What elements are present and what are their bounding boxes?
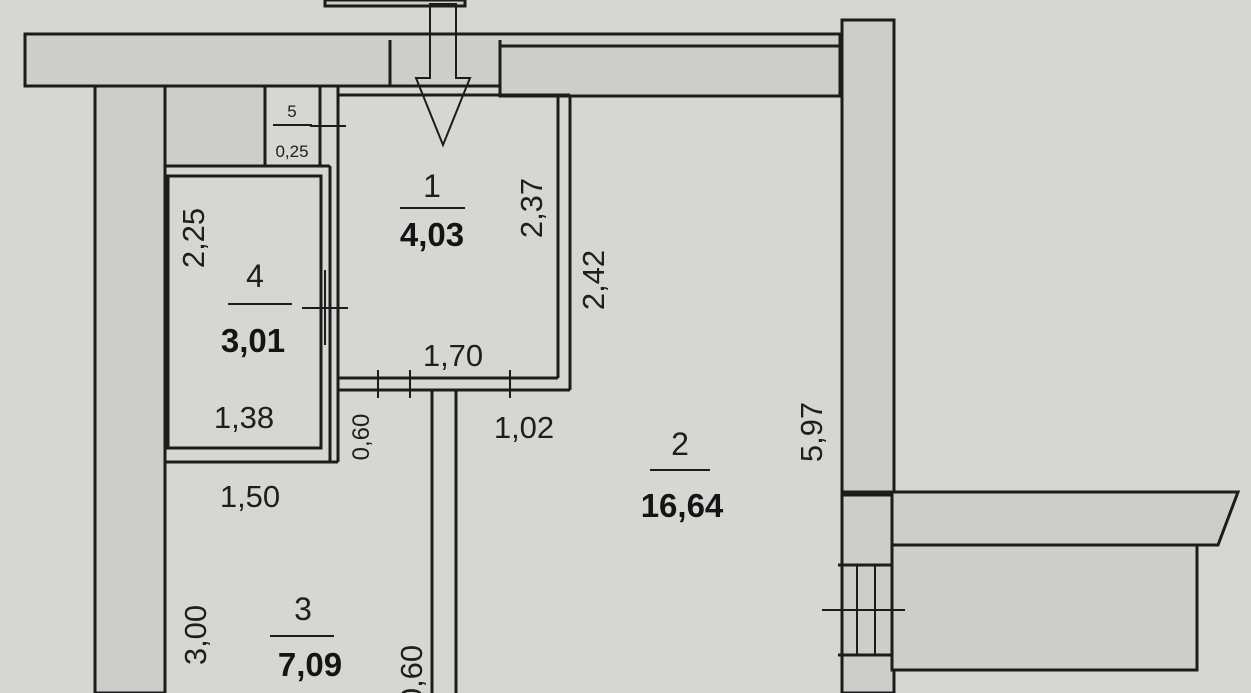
room-1-area: 4,03 <box>400 216 464 253</box>
room-4 <box>166 174 323 450</box>
right-wall <box>840 18 896 497</box>
room-5-area: 0,25 <box>275 142 308 161</box>
room-4-number: 4 <box>246 258 264 294</box>
room-5-number: 5 <box>287 102 296 121</box>
left-wall <box>93 84 167 693</box>
room-1-number: 1 <box>423 168 441 204</box>
room-3-area: 7,09 <box>278 646 342 683</box>
dim-opening-width: 1,02 <box>494 410 554 445</box>
dim-partition-060: 0,60 <box>348 414 375 461</box>
entrance-arrow-icon <box>414 3 472 148</box>
room-4-area: 3,01 <box>221 322 285 359</box>
dim-room1-width: 1,70 <box>423 338 483 373</box>
dim-room1-depth: 2,37 <box>514 178 549 238</box>
room-2-area: 16,64 <box>641 487 724 524</box>
dim-partition-bottom: 0,60 <box>394 645 429 693</box>
dim-room4-depth: 2,25 <box>176 208 211 268</box>
balcony-wall <box>841 490 1241 547</box>
room-2-number: 2 <box>671 426 689 462</box>
room-3-number: 3 <box>294 591 312 627</box>
dim-room4-width: 1,38 <box>214 400 274 435</box>
top-wall-right <box>498 44 842 98</box>
dim-room3-depth: 3,00 <box>178 605 213 665</box>
dim-room3-width: 1,50 <box>220 479 280 514</box>
balcony <box>890 543 1199 672</box>
dim-room2-corridor: 2,42 <box>576 250 611 310</box>
dim-room2-length: 5,97 <box>794 402 829 462</box>
